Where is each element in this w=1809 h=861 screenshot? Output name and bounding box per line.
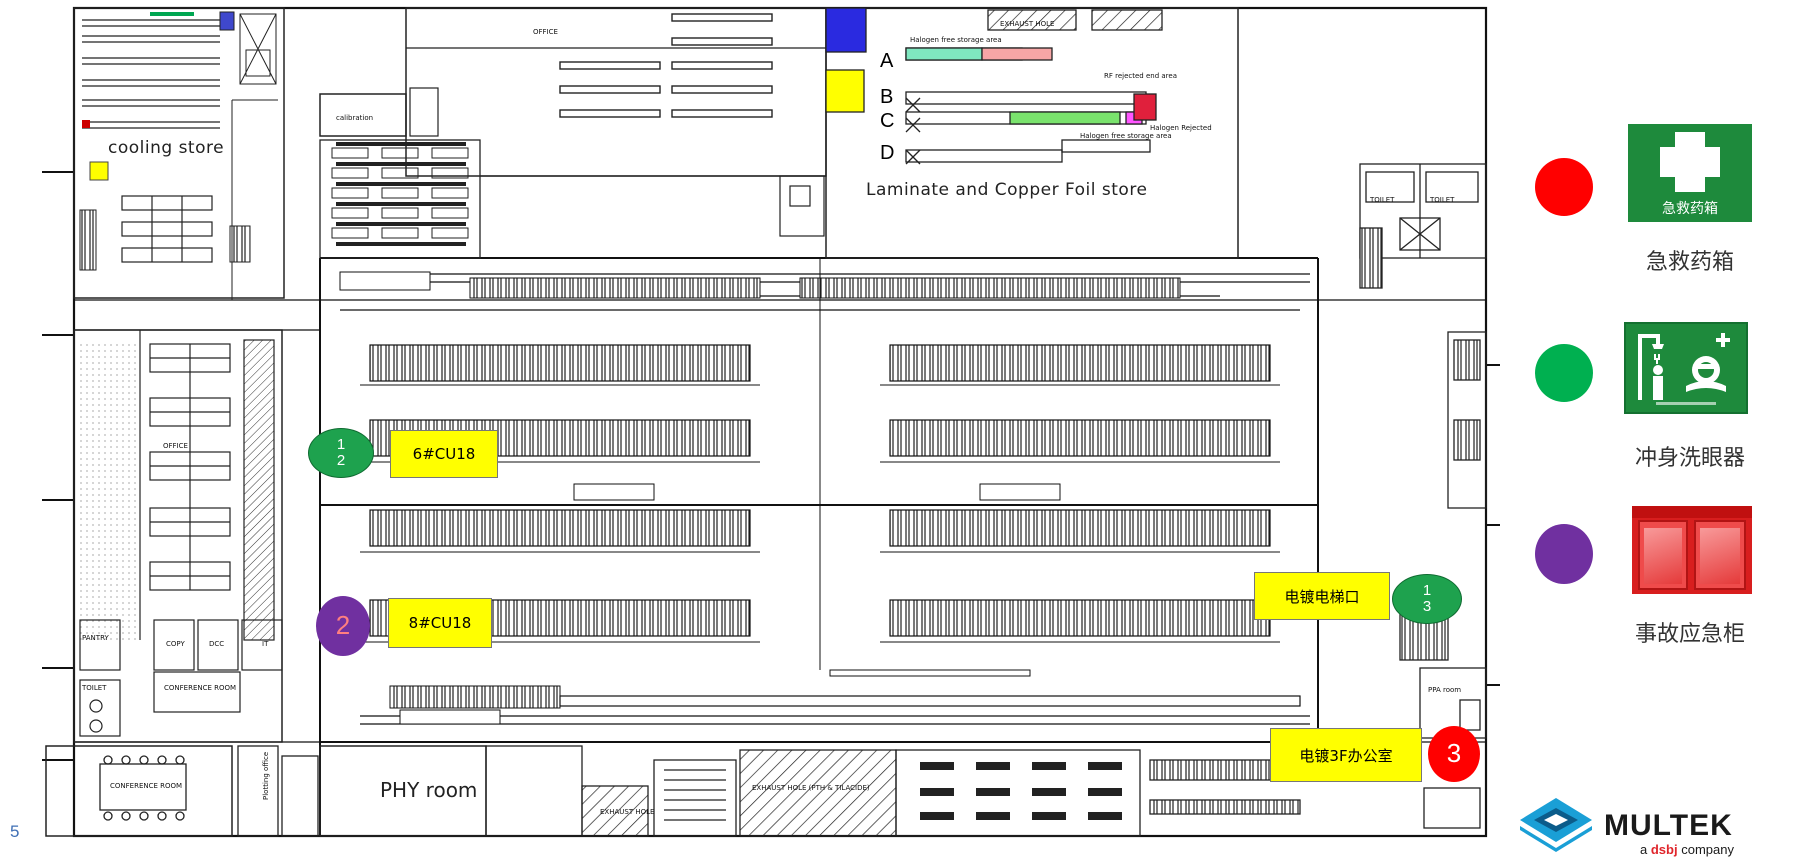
left-office-area [73, 329, 283, 743]
first-aid-sign-text: 急救药箱 [1662, 201, 1718, 217]
grid-ticks [42, 171, 1500, 761]
building-outline [72, 6, 1488, 838]
conference-room-label-1: CONFERENCE ROOM [164, 684, 237, 692]
plotting-office-label: Plotting office [262, 751, 270, 800]
legend-label-eyewash: 冲身洗眼器 [1634, 446, 1745, 471]
cu18-6-label: 6#CU18 [390, 430, 498, 478]
top-office-area [319, 7, 827, 259]
brand-name: MULTEK [1604, 809, 1733, 842]
eyewash-marker-12[interactable]: 1 2 [308, 428, 374, 478]
multek-logo-icon [1520, 798, 1592, 852]
ppa-room-label: PPA room [1428, 686, 1462, 694]
legend-label-first-aid: 急救药箱 [1645, 250, 1734, 275]
cooling-store-area [73, 7, 285, 300]
exhaust-hole-pth-label: EXHAUST HOLE (PTH & TILACIDE) [752, 784, 870, 792]
plating-elevator-label: 电镀电梯口 [1254, 572, 1390, 620]
legend-dot-emergency-cabinet [1535, 524, 1593, 584]
legend-label-emergency-cabinet: 事故应急柜 [1634, 622, 1745, 647]
eyewash-shower-icon [1624, 322, 1748, 414]
laminate-store-label: Laminate and Copper Foil store [866, 180, 1148, 200]
calibration-label: calibration [336, 114, 374, 122]
pantry-label: PANTRY [82, 634, 109, 642]
conference-room-label-2: CONFERENCE ROOM [110, 782, 183, 790]
toilet-right-label-2: TOILET [1430, 196, 1455, 204]
halogen-rejected-label: Halogen Rejected [1150, 124, 1212, 132]
emergency-cabinet-icon [1632, 506, 1752, 594]
cu18-8-label: 8#CU18 [388, 598, 492, 648]
halogen-free-label-2: Halogen free storage area [1080, 132, 1172, 140]
halogen-free-label-1: Halogen free storage area [910, 36, 1002, 44]
row-b-label: B [880, 86, 894, 108]
first-aid-marker-3[interactable]: 3 [1428, 726, 1480, 782]
cooling-store-label: cooling store [108, 138, 225, 158]
first-aid-kit-icon: 急救药箱 [1628, 124, 1752, 222]
row-a-label: A [880, 50, 894, 72]
eyewash-marker-13[interactable]: 1 3 [1392, 574, 1462, 624]
copy-label: COPY [166, 640, 185, 648]
toilet-right-label-1: TOILET [1370, 196, 1395, 204]
plating-lines [320, 258, 1318, 725]
dcc-label: DCC [209, 640, 225, 648]
exhaust-hole-top-label: EXHAUST HOLE [1000, 20, 1055, 28]
legend-dot-first-aid [1535, 158, 1593, 216]
it-label: IT [262, 640, 269, 648]
legend-dot-eyewash [1535, 344, 1593, 402]
brand-sub-suffix: company [1681, 842, 1734, 857]
office-left-label: OFFICE [163, 442, 188, 450]
brand-subtitle: a dsbj company [1640, 842, 1734, 857]
brand-sub-prefix: a [1640, 842, 1648, 857]
office-top-label: OFFICE [533, 28, 558, 36]
bottom-left-rooms [45, 745, 1481, 837]
toilet-left-label: TOILET [82, 684, 107, 692]
plating-3f-office-label: 电镀3F办公室 [1270, 728, 1422, 782]
row-c-label: C [880, 110, 895, 132]
laminate-store-area [825, 7, 1239, 259]
rf-rejected-label: RF rejected end area [1104, 72, 1177, 80]
exhaust-hole-bottom-label: EXHAUST HOLE [600, 808, 655, 816]
page-number: 5 [10, 822, 20, 841]
emergency-cabinet-marker-2[interactable]: 2 [316, 596, 370, 656]
brand-sub-mark: dsbj [1650, 842, 1678, 857]
right-service-area [1359, 163, 1487, 739]
phy-room-label: PHY room [380, 778, 478, 802]
row-d-label: D [880, 142, 895, 164]
